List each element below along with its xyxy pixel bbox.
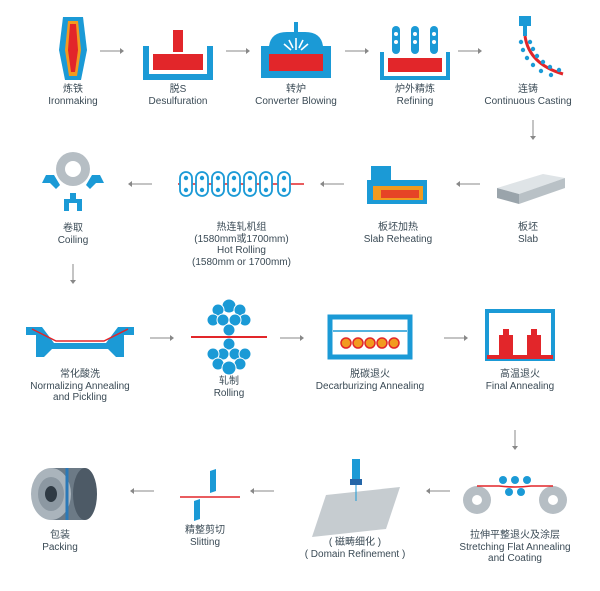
coiler-icon [42,152,104,211]
step-label-en: Continuous Casting [484,95,572,107]
flow-arrow-left [128,181,152,187]
step-label-en: ( Domain Refinement ) [304,548,406,560]
annealing-furnace-icon [327,314,413,360]
step-label-en-line: Normalizing Annealing [30,380,130,392]
step-label-zh: 脱碳退火 [350,369,390,380]
flow-arrow-down [530,120,536,140]
step-desulfuration: 脱S Desulfuration [118,12,238,107]
step-label-en: Refining [396,95,434,107]
step-label-en: Converter Blowing [255,95,337,107]
step-label-en-line: and Pickling [53,392,107,403]
flow-arrow-left [426,488,450,494]
step-label-zh: 板坯 [518,222,538,233]
step-label-zh: 炼铁 [63,84,83,95]
shear-icon [180,469,240,521]
flow-arrow-left [320,181,344,187]
converter-icon [261,22,331,78]
blast-furnace-icon [59,17,87,80]
step-domain-refinement: ( 磁畴细化 ) ( Domain Refinement ) [290,455,420,560]
step-label-en: Coiling [57,234,89,246]
caster-icon [518,16,564,78]
rolling-mill-icon [178,171,304,197]
step-label-zh: 精整剪切 [185,525,225,536]
step-label-en-line: (1580mm or 1700mm) [192,256,291,268]
step-label-zh: 拉伸平整退火及涂层 [470,530,560,541]
step-decarburizing: 脱碳退火 Decarburizing Annealing [300,305,440,392]
step-label-zh: 转炉 [286,84,306,95]
step-converter: 转炉 Converter Blowing [236,12,356,107]
step-label-en-line: (1580mm或1700mm) [194,233,289,245]
step-coiling: 卷取 Coiling [13,145,133,246]
step-ironmaking: 炼铁 Ironmaking [13,12,133,107]
step-hot-rolling: 热连轧机组 (1580mm或1700mm) Hot Rolling (1580m… [174,152,309,268]
slab-icon [497,174,565,204]
flow-arrow-right [345,48,369,54]
flow-arrow-right [226,48,250,54]
step-label-en: Packing [42,541,78,553]
step-label-en: Ironmaking [48,95,98,107]
step-label-en: Desulfuration [148,95,208,107]
step-label-en-line: Hot Rolling [217,245,266,256]
step-slitting: 精整剪切 Slitting [145,465,265,548]
step-continuous-casting: 连铸 Continuous Casting [468,12,588,107]
step-label-zh: ( 磁畴细化 ) [328,537,382,548]
step-label-en: Decarburizing Annealing [315,380,425,392]
refining-icon [380,26,450,80]
step-slab: 板坯 Slab [468,152,588,245]
flow-arrow-left [250,488,274,494]
flow-arrow-left [456,181,480,187]
flow-arrow-down [512,430,518,450]
flow-arrow-right [280,335,304,341]
step-label-en: Slab [517,233,538,245]
step-label-en: Slab Reheating [363,233,433,245]
step-rolling: 轧制 Rolling [169,298,289,399]
flow-arrow-right [458,48,482,54]
step-normalizing: 常化酸洗 Normalizing Annealing and Pickling [20,305,140,404]
step-label-zh: 高温退火 [500,369,540,380]
step-label-zh: 热连轧机组 [216,222,267,233]
step-label-zh: 炉外精炼 [395,84,435,95]
laser-icon [312,459,400,537]
cluster-mill-icon [191,298,267,376]
step-label-en-line: Stretching Flat Annealing [459,541,571,553]
flow-arrow-down [70,264,76,284]
step-label-zh: 卷取 [63,223,83,234]
step-label-zh: 常化酸洗 [60,369,100,380]
step-label-zh: 脱S [169,84,187,95]
ladle-icon [143,30,213,80]
step-slab-reheating: 板坯加热 Slab Reheating [338,152,458,245]
step-stretching: 拉伸平整退火及涂层 Stretching Flat Annealing and … [445,460,585,565]
bell-furnace-icon [485,309,555,361]
coating-line-icon [463,476,567,514]
step-refining: 炉外精炼 Refining [355,12,475,107]
pickling-tank-icon [26,327,134,357]
flow-arrow-left [130,488,154,494]
step-label-zh: 轧制 [219,376,239,387]
step-label-en: Slitting [189,536,220,548]
step-packing: 包装 Packing [0,458,120,553]
step-label-zh: 连铸 [518,84,538,95]
step-final-annealing: 高温退火 Final Annealing [460,305,580,392]
steel-coil-icon [31,468,97,520]
flow-arrow-right [150,335,174,341]
step-label-en: Rolling [213,387,245,399]
step-label-en-line: and Coating [488,553,542,564]
step-label-en: Final Annealing [485,380,555,392]
flow-arrow-right [444,335,468,341]
step-label-zh: 包装 [50,530,70,541]
flow-arrow-right [100,48,124,54]
step-label-zh: 板坯加热 [378,222,418,233]
furnace-icon [367,166,427,204]
